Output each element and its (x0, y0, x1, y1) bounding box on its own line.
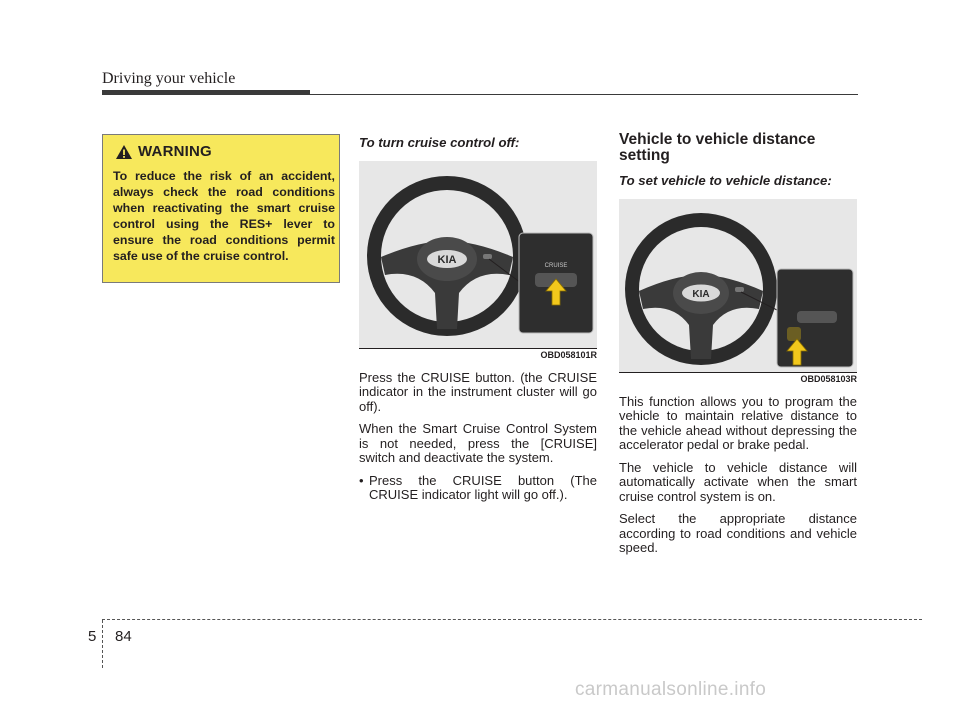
yellow-arrow-icon-2 (786, 337, 808, 365)
warning-title: WARNING (138, 143, 212, 160)
right-para-3: Select the appropriate distance accordin… (619, 511, 857, 555)
kia-logo-2: KIA (692, 289, 709, 300)
middle-para-1: Press the CRUISE button. (the CRUISE ind… (359, 369, 597, 414)
distance-button-inset (776, 268, 854, 367)
section-number: 5 (88, 628, 97, 645)
warning-text: To reduce the risk of an accident, alway… (113, 169, 335, 263)
figure-code-2: OBD058103R (800, 373, 857, 384)
warning-triangle-icon (116, 144, 132, 159)
column-right: Vehicle to vehicle distance setting To s… (619, 132, 857, 564)
middle-bullet-1: • Press the CRUISE button (The CRUISE in… (359, 472, 597, 503)
distance-setting-heading: Vehicle to vehicle distance setting (619, 131, 816, 164)
yellow-arrow-icon (545, 277, 567, 305)
footer-dashed-rule (102, 619, 922, 620)
right-para-1: This function allows you to program the … (619, 393, 857, 452)
turn-off-subheading: To turn cruise control off: (359, 135, 520, 150)
steering-wheel-illustration: KIA (367, 175, 527, 336)
steering-wheel-figure-2: KIA (619, 198, 857, 373)
bullet-marker: • (359, 472, 364, 488)
warning-box: WARNING To reduce the risk of an acciden… (102, 134, 340, 283)
kia-logo: KIA (438, 254, 457, 266)
figure-code-1: OBD058101R (540, 349, 597, 360)
page-number: 84 (115, 628, 132, 645)
header-rule-thin (310, 94, 858, 95)
bullet-text: Press the CRUISE button (The CRUISE indi… (369, 472, 597, 502)
warning-header: WARNING (115, 143, 212, 160)
set-distance-subheading: To set vehicle to vehicle distance: (619, 173, 832, 188)
steering-wheel-figure-1: KIA CRUISE (359, 160, 597, 349)
middle-para-2: When the Smart Cruise Control System is … (359, 421, 597, 465)
cruise-button-label: CRUISE (545, 263, 568, 269)
footer-vertical-rule (102, 620, 103, 668)
steering-wheel-illustration-2: KIA (625, 212, 780, 365)
header-rule-thick (102, 90, 310, 95)
column-middle: To turn cruise control off: KIA CRUISE (359, 132, 597, 503)
watermark-text: carmanualsonline.info (575, 679, 767, 700)
page-header-title: Driving your vehicle (102, 70, 236, 87)
right-para-2: The vehicle to vehicle distance will aut… (619, 459, 857, 504)
cruise-button-inset: CRUISE (518, 232, 594, 333)
